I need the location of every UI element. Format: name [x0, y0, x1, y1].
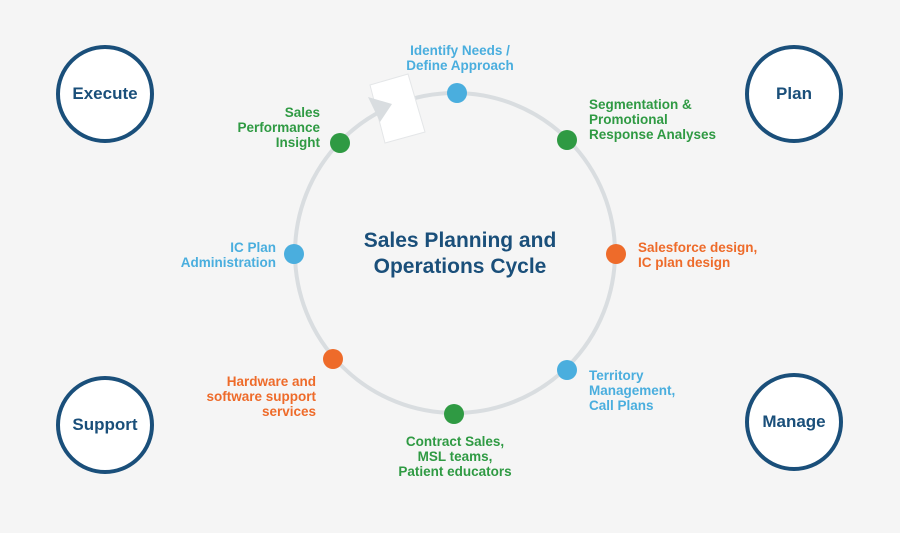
step-label-hardware-support: Hardware and software support services — [206, 374, 316, 419]
quadrant-plan: Plan — [745, 45, 843, 143]
step-dot-salesforce-design — [606, 244, 626, 264]
quadrant-execute-label: Execute — [72, 84, 138, 103]
quadrant-support-label: Support — [72, 415, 138, 434]
quadrant-execute: Execute — [56, 45, 154, 143]
step-label-sales-performance: Sales Performance Insight — [237, 105, 320, 150]
step-dot-sales-performance — [330, 133, 350, 153]
step-label-territory-management: Territory Management, Call Plans — [589, 368, 676, 413]
quadrant-manage: Manage — [745, 373, 843, 471]
step-dot-contract-sales — [444, 404, 464, 424]
step-label-segmentation: Segmentation & Promotional Response Anal… — [589, 97, 717, 142]
center-title: Sales Planning and Operations Cycle — [363, 229, 557, 278]
quadrant-support: Support — [56, 376, 154, 474]
step-dot-identify-needs — [447, 83, 467, 103]
step-label-ic-plan-admin: IC Plan Administration — [180, 240, 276, 270]
step-dot-hardware-support — [323, 349, 343, 369]
quadrant-manage-label: Manage — [762, 412, 826, 431]
step-dot-ic-plan-admin — [284, 244, 304, 264]
step-label-identify-needs: Identify Needs / Define Approach — [406, 43, 514, 73]
step-dot-segmentation — [557, 130, 577, 150]
step-dot-territory-management — [557, 360, 577, 380]
step-label-salesforce-design: Salesforce design, IC plan design — [638, 240, 758, 270]
quadrant-plan-label: Plan — [776, 84, 812, 103]
step-label-contract-sales: Contract Sales, MSL teams, Patient educa… — [398, 434, 512, 479]
cycle-arrow-icon — [368, 73, 426, 144]
